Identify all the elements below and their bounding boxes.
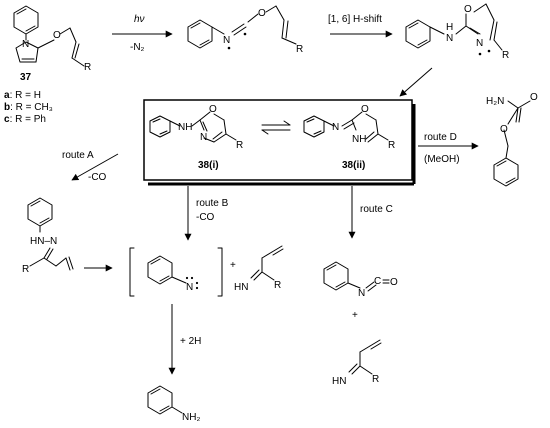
atom-r: R bbox=[274, 280, 281, 291]
route-b-label: route B bbox=[196, 198, 229, 209]
atom-hn: HN bbox=[234, 282, 248, 293]
atom-r: R bbox=[22, 264, 29, 275]
atom-r: R bbox=[388, 140, 395, 151]
plus-sign: + bbox=[230, 260, 236, 271]
equilibrium-arrows bbox=[261, 120, 291, 135]
compound-37-tetrazole: N O R 37 a: R = H b: R = CH₃ c: R = Ph bbox=[4, 5, 91, 125]
reduction-label: + 2H bbox=[180, 336, 201, 347]
arrow-to-cyclization bbox=[399, 67, 433, 97]
compound-38i: NH O N R 38(i) bbox=[149, 104, 243, 171]
atom-n: N bbox=[476, 38, 483, 49]
atom-o: O bbox=[500, 124, 508, 135]
tautomer-box: NH O N R 38(i) N bbox=[143, 99, 416, 186]
atom-n: N bbox=[446, 33, 453, 44]
compound-38i-label: 38(i) bbox=[198, 160, 219, 171]
atom-o: O bbox=[361, 104, 369, 115]
compound-38ii-label: 38(ii) bbox=[342, 160, 365, 171]
compound-imine-b: HN R bbox=[234, 245, 284, 293]
compound-hydrazone: HN–N R bbox=[22, 197, 74, 275]
compound-37-label: 37 bbox=[20, 72, 32, 83]
compound-imine-c: HN R bbox=[332, 339, 382, 387]
atom-n: N bbox=[22, 39, 29, 50]
atom-o: O bbox=[390, 277, 398, 288]
atom-r: R bbox=[84, 62, 91, 73]
compound-nitrile-imine: N O R bbox=[187, 5, 303, 55]
compound-benzyl-carbamate: H₂N O O bbox=[486, 92, 538, 187]
photolysis-loss: -N₂ bbox=[130, 42, 145, 53]
atom-h: H bbox=[446, 22, 453, 33]
arrow-photolysis: hν -N₂ bbox=[112, 14, 173, 53]
route-c-label: route C bbox=[360, 204, 393, 215]
svg-text:b: R = CH₃: b: R = CH₃ bbox=[4, 102, 53, 113]
atom-r: R bbox=[502, 50, 509, 61]
atom-o: O bbox=[258, 8, 266, 19]
arrow-reduction: + 2H bbox=[168, 304, 201, 375]
route-a: route A -CO bbox=[62, 150, 119, 183]
compound-38ii: N O NH R 38(ii) bbox=[303, 104, 395, 171]
route-d-solvent: (MeOH) bbox=[424, 154, 460, 165]
atom-h2n: H₂N bbox=[486, 96, 504, 107]
atom-nh: NH bbox=[178, 122, 192, 133]
subst-c-text: : R = Ph bbox=[10, 114, 46, 125]
compound-phenyl-nitrene: N bbox=[129, 247, 223, 297]
plus-sign-c: + bbox=[352, 310, 358, 321]
compound-carbene: H N N O R bbox=[405, 3, 509, 61]
atom-hn: HN bbox=[332, 376, 346, 387]
svg-text:a: R = H: a: R = H bbox=[4, 90, 41, 101]
subst-b-key: b bbox=[4, 102, 10, 113]
compound-aniline: NH₂ bbox=[147, 385, 200, 423]
route-a-loss: -CO bbox=[88, 172, 107, 183]
atom-c: C bbox=[374, 276, 381, 287]
atom-r: R bbox=[236, 140, 243, 151]
subst-a-key: a bbox=[4, 90, 10, 101]
compound-phenyl-isocyanate: N C O bbox=[323, 261, 398, 299]
arrow-h-shift: [1, 6] H-shift bbox=[328, 14, 393, 38]
atom-o: O bbox=[530, 92, 538, 103]
subst-a-text: : R = H bbox=[10, 90, 41, 101]
atom-o: O bbox=[53, 30, 61, 41]
route-b: route B -CO bbox=[184, 186, 229, 241]
substituent-list: a: R = H b: R = CH₃ c: R = Ph bbox=[4, 90, 53, 125]
atom-nh2: NH₂ bbox=[182, 412, 200, 423]
route-d-label: route D bbox=[424, 132, 457, 143]
h-shift-label: [1, 6] H-shift bbox=[328, 14, 382, 25]
route-c: route C bbox=[348, 186, 393, 239]
atom-n: N bbox=[200, 132, 207, 143]
atom-n: N bbox=[223, 35, 230, 46]
atom-n: N bbox=[332, 122, 339, 133]
atom-r: R bbox=[372, 374, 379, 385]
atom-r: R bbox=[296, 44, 303, 55]
photolysis-reagent: hν bbox=[134, 14, 145, 25]
route-b-loss: -CO bbox=[196, 212, 215, 223]
atom-nh: NH bbox=[352, 134, 366, 145]
atom-o: O bbox=[464, 4, 472, 15]
subst-b-text: : R = CH₃ bbox=[10, 102, 53, 113]
atom-hn-n: HN–N bbox=[30, 236, 57, 247]
atom-nitrene-n: N bbox=[186, 282, 193, 293]
route-a-label: route A bbox=[62, 150, 94, 161]
atom-n: N bbox=[358, 288, 365, 299]
subst-c-key: c bbox=[4, 114, 10, 125]
route-d: route D (MeOH) bbox=[418, 132, 479, 165]
atom-o: O bbox=[209, 104, 217, 115]
svg-text:c: R = Ph: c: R = Ph bbox=[4, 114, 46, 125]
